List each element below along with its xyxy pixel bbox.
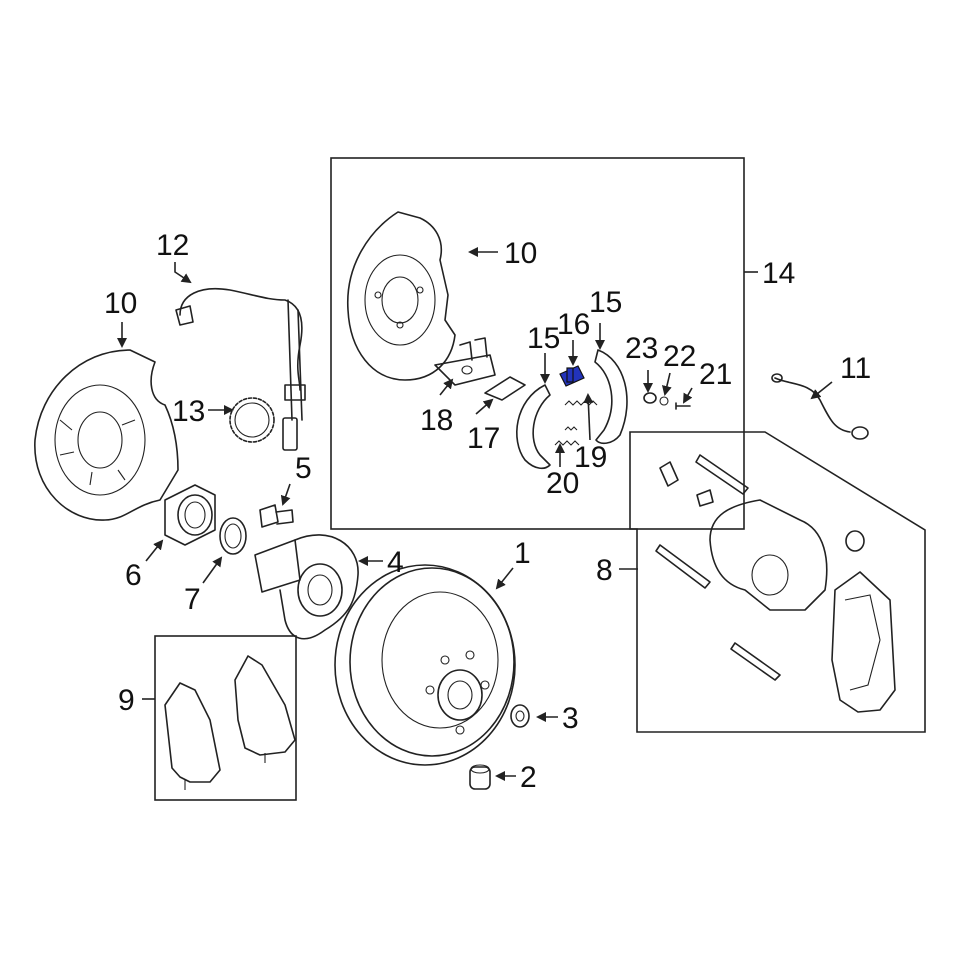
callout-1: 1 [514,537,531,570]
callout-10-box: 10 [504,237,537,270]
callout-23: 23 [625,332,658,365]
callout-17: 17 [467,422,500,455]
inner-dust-shield [347,211,456,381]
brake-shoe-left [516,384,551,470]
callout-10-left: 10 [104,287,137,320]
hold-down-spring [554,426,580,446]
return-spring [564,400,598,406]
callout-3: 3 [562,702,579,735]
brake-pads [164,655,296,790]
brake-pads-box [154,635,297,801]
callout-19: 19 [574,441,607,474]
callout-5: 5 [295,452,312,485]
callout-18: 18 [420,404,453,437]
callout-15-left: 15 [527,322,560,355]
callout-16: 16 [557,308,590,341]
abs-tone-ring [229,397,275,443]
hub-bolt [259,504,294,528]
caliper-assembly [655,454,896,713]
brake-rotor [334,564,516,766]
hub-nut [510,704,530,728]
parking-brake-kit-box [330,157,745,530]
adjuster-assembly [434,337,496,386]
left-dust-shield [34,349,179,521]
hub-cap [469,764,491,790]
callout-4: 4 [387,546,404,579]
callout-22: 22 [663,340,696,373]
abs-sensor-wire [175,288,306,451]
parking-brake-strut-highlighted [559,365,585,387]
wheel-hub [254,534,359,640]
pin [675,402,691,410]
callout-labels: 1 2 3 4 5 6 7 8 9 10 10 11 12 13 14 15 1… [104,229,871,794]
snap-ring [219,517,247,555]
callout-15-right: 15 [589,286,622,319]
leader-lines [117,247,833,781]
callout-12: 12 [156,229,189,262]
brake-shoe-right [594,349,628,445]
caliper-assembly-box [629,431,926,733]
callout-13: 13 [172,395,205,428]
hub-bearing [164,484,216,546]
callout-2: 2 [520,761,537,794]
callout-9: 9 [118,684,135,717]
washer [659,396,669,406]
spring-cup [643,392,657,404]
callout-7: 7 [184,583,201,616]
callout-20: 20 [546,467,579,500]
callout-21: 21 [699,358,732,391]
callout-14: 14 [762,257,795,290]
callout-6: 6 [125,559,142,592]
callout-11: 11 [840,352,871,385]
parking-lever [484,376,526,401]
brake-hose [771,373,869,440]
callout-8: 8 [596,554,613,587]
